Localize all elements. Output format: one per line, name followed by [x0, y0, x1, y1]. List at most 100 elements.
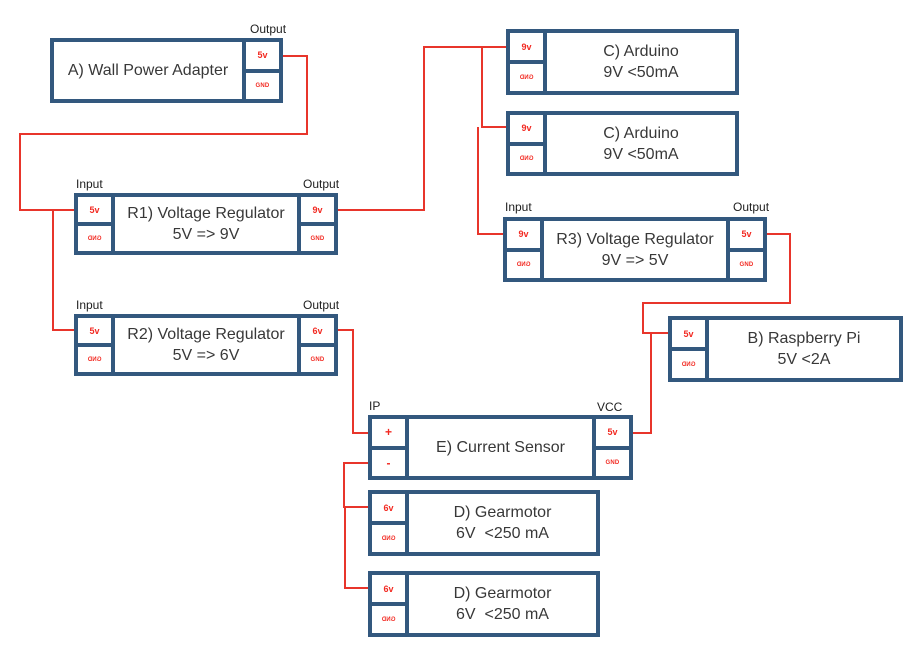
motor1-input-ports: 6v GND: [372, 494, 409, 552]
box-current-sensor: + - E) Current Sensor 5v GND: [368, 415, 633, 480]
box-subtitle: 9V <50mA: [603, 64, 679, 81]
box-subtitle: 9V => 5V: [601, 251, 669, 269]
box-arduino-1: 9v GND C) Arduino 9V <50mA: [506, 29, 739, 95]
label-adapter-output: Output: [250, 22, 287, 36]
port-plus: +: [384, 425, 392, 440]
box-body: R3) Voltage Regulator 9V => 5V: [544, 221, 726, 278]
port-minus: -: [372, 445, 405, 477]
box-body: B) Raspberry Pi 5V <2A: [709, 320, 899, 378]
port-gnd: GND: [78, 343, 111, 372]
port-5v: 5v: [683, 328, 694, 339]
port-5v: 5v: [741, 229, 752, 240]
box-subtitle: 5V <2A: [777, 351, 831, 368]
sensor-ip-ports: + -: [372, 419, 409, 476]
r3-input-ports: 9v GND: [507, 221, 544, 278]
port-gnd: GND: [78, 222, 111, 251]
label-r2-output: Output: [303, 298, 340, 312]
port-gnd: GND: [510, 60, 543, 91]
box-title: C) Arduino: [603, 43, 679, 60]
r1-input-ports: 5v GND: [78, 197, 115, 251]
box-raspberry-pi: 5v GND B) Raspberry Pi 5V <2A: [668, 316, 903, 382]
box-title: B) Raspberry Pi: [747, 330, 861, 347]
port-gnd: GND: [596, 445, 629, 477]
box-title: A) Wall Power Adapter: [67, 62, 229, 79]
wire-r1-output-to-arduino1: [338, 46, 506, 211]
box-body: A) Wall Power Adapter: [54, 42, 242, 99]
box-body: R2) Voltage Regulator 5V => 6V: [115, 318, 297, 372]
box-title: D) Gearmotor: [453, 585, 552, 602]
sensor-vcc-ports: 5v GND: [592, 419, 629, 476]
port-gnd: GND: [672, 347, 705, 378]
box-body: E) Current Sensor: [409, 419, 592, 476]
wire-r3-output-to-pi: [642, 233, 791, 334]
box-body: C) Arduino 9V <50mA: [547, 33, 735, 91]
port-5v: 5v: [89, 204, 100, 215]
port-6v: 6v: [383, 583, 394, 594]
label-r3-output: Output: [733, 200, 770, 214]
port-gnd: GND: [246, 68, 279, 100]
wire-junction-to-r3-input: [477, 127, 503, 235]
box-voltage-regulator-r2: 5v GND R2) Voltage Regulator 5V => 6V 6v…: [74, 314, 338, 376]
port-gnd: GND: [372, 521, 405, 552]
port-gnd: GND: [510, 141, 543, 172]
label-r1-output: Output: [303, 177, 340, 191]
box-title: R1) Voltage Regulator: [127, 205, 285, 222]
port-gnd: GND: [301, 222, 334, 251]
box-title: C) Arduino: [603, 124, 679, 142]
arduino1-input-ports: 9v GND: [510, 33, 547, 91]
box-title: D) Gearmotor: [453, 504, 552, 521]
wire-adapter-5v-to-r1-input: [19, 55, 308, 211]
port-gnd: GND: [507, 247, 540, 278]
port-9v: 9v: [312, 204, 323, 215]
wire-junction-to-arduino2: [481, 47, 506, 128]
pi-input-ports: 5v GND: [672, 320, 709, 378]
r3-output-ports: 5v GND: [726, 221, 763, 278]
box-title: R2) Voltage Regulator: [127, 326, 285, 343]
r2-input-ports: 5v GND: [78, 318, 115, 372]
adapter-output-ports: 5v GND: [242, 42, 279, 99]
label-sensor-ip: IP: [369, 399, 381, 413]
box-title: E) Current Sensor: [436, 439, 565, 456]
box-body: D) Gearmotor 6V <250 mA: [409, 494, 596, 552]
label-r3-input: Input: [505, 200, 532, 214]
box-voltage-regulator-r3: 9v GND R3) Voltage Regulator 9V => 5V 5v…: [503, 217, 767, 282]
r1-output-ports: 9v GND: [297, 197, 334, 251]
box-subtitle: 5V => 6V: [172, 347, 240, 364]
port-gnd: GND: [730, 247, 763, 279]
port-5v: 5v: [257, 50, 268, 61]
r2-output-ports: 6v GND: [297, 318, 334, 372]
port-9v: 9v: [521, 41, 532, 52]
port-5v: 5v: [89, 325, 100, 336]
box-subtitle: 5V => 9V: [172, 226, 240, 243]
label-sensor-vcc: VCC: [597, 400, 623, 414]
box-gearmotor-2: 6v GND D) Gearmotor 6V <250 mA: [368, 571, 600, 637]
wire-junction-to-sensor-vcc: [633, 333, 652, 434]
box-title: R3) Voltage Regulator: [556, 230, 714, 248]
arduino2-input-ports: 9v GND: [510, 115, 547, 172]
box-subtitle: 6V <250 mA: [456, 525, 549, 542]
port-9v: 9v: [518, 229, 529, 240]
motor2-input-ports: 6v GND: [372, 575, 409, 633]
box-arduino-2: 9v GND C) Arduino 9V <50mA: [506, 111, 739, 176]
box-subtitle: 9V <50mA: [603, 145, 679, 163]
port-9v: 9v: [521, 123, 532, 134]
wire-junction-to-motor2: [344, 507, 368, 589]
box-wall-power-adapter: A) Wall Power Adapter 5v GND: [50, 38, 283, 103]
box-subtitle: 6V <250 mA: [456, 606, 549, 623]
wire-sensor-ip-minus-to-motor1: [343, 462, 368, 508]
box-voltage-regulator-r1: 5v GND R1) Voltage Regulator 5V => 9V 9v…: [74, 193, 338, 255]
label-r1-input: Input: [76, 177, 103, 191]
wire-r2-output-to-sensor-ip-plus: [338, 329, 368, 434]
wire-junction-to-r2-input: [52, 210, 74, 331]
box-body: C) Arduino 9V <50mA: [547, 115, 735, 172]
port-gnd: GND: [372, 602, 405, 633]
port-gnd: GND: [301, 343, 334, 372]
box-body: D) Gearmotor 6V <250 mA: [409, 575, 596, 633]
label-r2-input: Input: [76, 298, 103, 312]
port-5v: 5v: [607, 427, 618, 438]
box-body: R1) Voltage Regulator 5V => 9V: [115, 197, 297, 251]
port-6v: 6v: [383, 502, 394, 513]
box-gearmotor-1: 6v GND D) Gearmotor 6V <250 mA: [368, 490, 600, 556]
